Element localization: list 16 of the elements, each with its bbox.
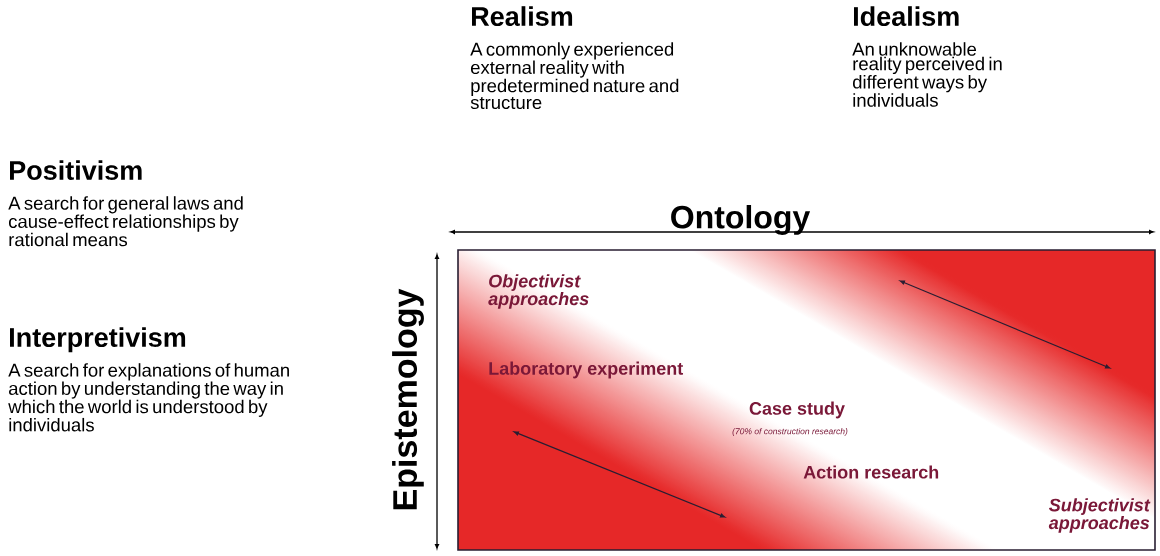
heading: Interpretivism [10,327,186,353]
axis-title: Ontology [671,205,811,235]
heading: Idealism [854,6,959,27]
method-label: Laboratory experiment [489,361,683,379]
description: A commonly experienced external reality with predetermined nature and structure [470,42,679,110]
note: (70% of construction research) [732,428,848,436]
approach-label: Objectivist approaches [488,274,589,309]
heading: Realism [472,6,573,27]
description: A search for general laws and cause-effect relationships by rational means [8,196,243,247]
axis-title: Epistemology [392,288,424,510]
method-label: Case study [749,401,845,419]
description: A search for explanations of human action by understanding the way in which the world is understood by individuals [8,363,289,432]
description: An unknowable reality perceived in different ways by individuals [852,42,1002,107]
approach-label: Subjectivist approaches [1048,498,1151,533]
heading: Positivism [10,160,142,181]
method-label: Action research [803,465,939,479]
